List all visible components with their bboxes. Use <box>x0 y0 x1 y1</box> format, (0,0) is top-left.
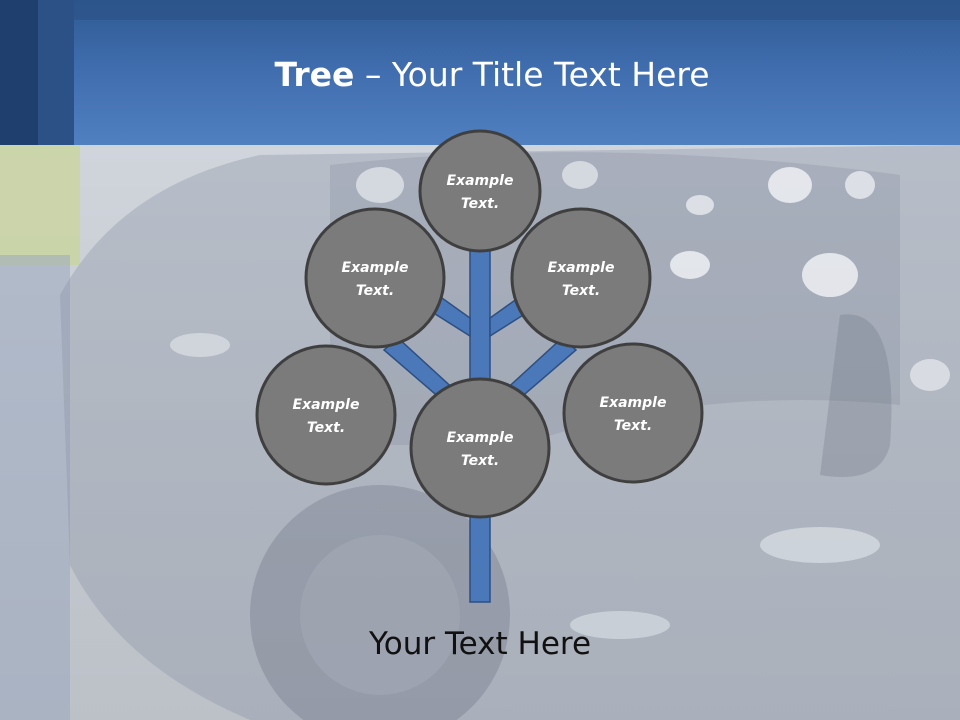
node-label-line2: Text. <box>307 420 345 436</box>
tree-node-lower-right: Example Text. <box>562 342 704 484</box>
node-circle <box>255 344 397 486</box>
tree-node-lower-left: Example Text. <box>255 344 397 486</box>
node-label-line1: Example <box>447 430 514 446</box>
node-circle <box>409 377 551 519</box>
node-label-line2: Text. <box>461 453 499 469</box>
node-label-line2: Text. <box>562 283 600 299</box>
title-bar: Tree – Your Title Text Here <box>0 0 960 145</box>
node-label-line1: Example <box>293 397 360 413</box>
tree-node-upper-right: Example Text. <box>510 207 652 349</box>
car-wash-photo <box>0 145 960 720</box>
node-label-line2: Text. <box>356 283 394 299</box>
node-label-line1: Example <box>447 173 514 189</box>
header-accent-stripe-secondary <box>38 0 74 145</box>
slide-title: Tree – Your Title Text Here <box>0 54 960 96</box>
title-text: – Your Title Text Here <box>354 55 710 94</box>
node-label-line2: Text. <box>614 418 652 434</box>
tree-node-center: Example Text. <box>409 377 551 519</box>
node-label-line1: Example <box>600 395 667 411</box>
node-label-line1: Example <box>548 260 615 276</box>
node-label-line1: Example <box>342 260 409 276</box>
node-circle <box>304 207 446 349</box>
node-circle <box>562 342 704 484</box>
header-top-band <box>74 0 960 20</box>
node-circle <box>418 129 542 253</box>
node-label-line2: Text. <box>461 196 499 212</box>
header-accent-stripe <box>0 0 38 145</box>
footer-caption: Your Text Here <box>368 626 592 662</box>
title-bold-word: Tree <box>274 55 355 94</box>
tree-node-top: Example Text. <box>418 129 542 253</box>
tree-node-upper-left: Example Text. <box>304 207 446 349</box>
node-circle <box>510 207 652 349</box>
